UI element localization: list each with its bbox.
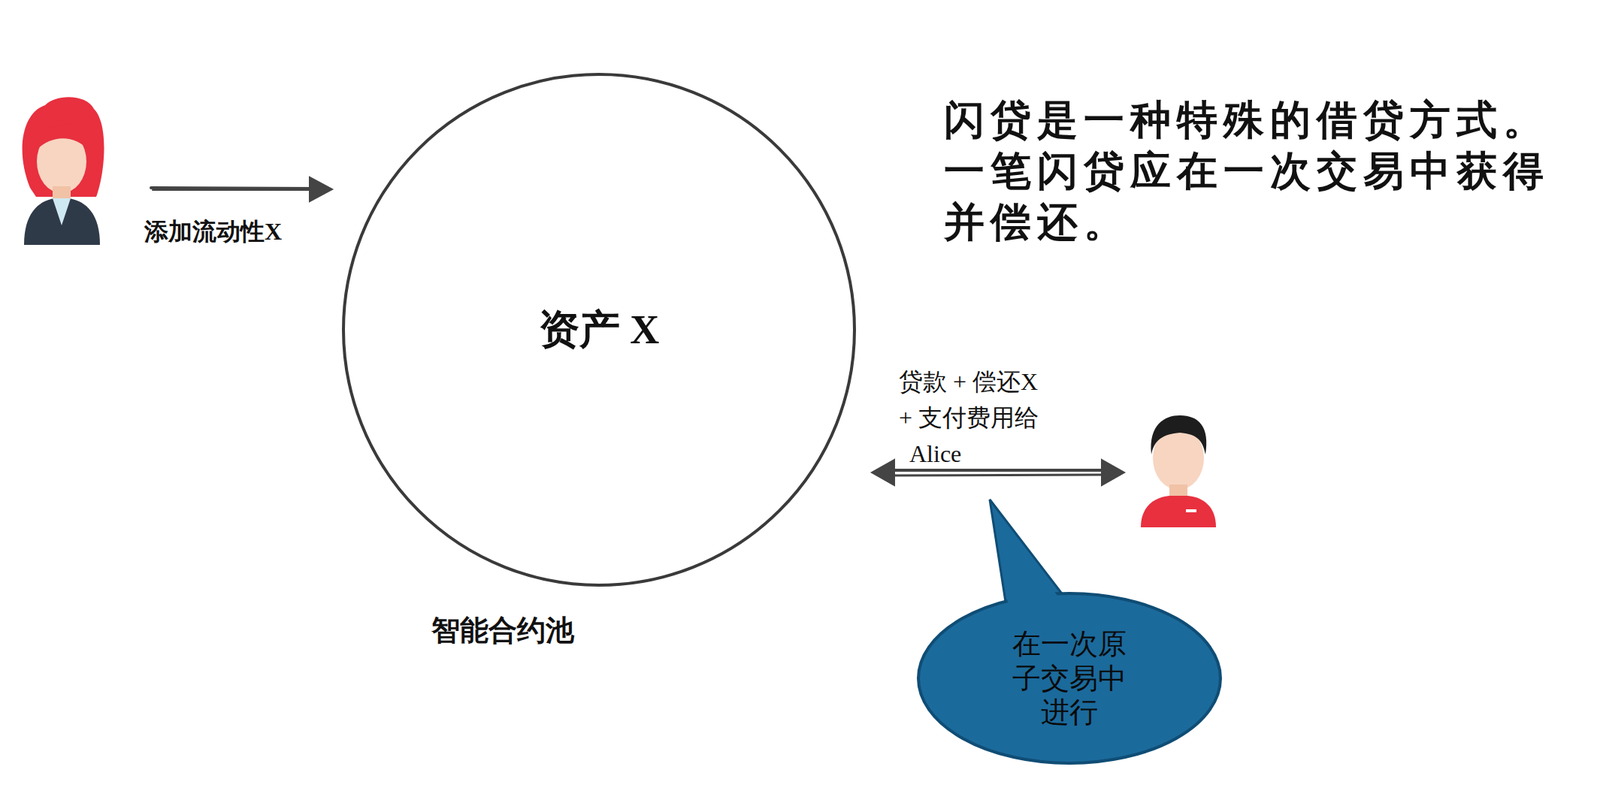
arrow-label: 贷款 + 偿还X + 支付费用给 Alice xyxy=(898,363,1045,472)
add-liquidity-arrow xyxy=(151,177,333,202)
label-line: + 支付费用给 xyxy=(898,399,1045,436)
pool-title: 资产 X xyxy=(341,72,857,588)
speech-bubble: 在一次原子交易中进行 xyxy=(916,591,1223,766)
label-line: 贷款 + 偿还X xyxy=(898,363,1045,400)
woman-icon xyxy=(22,96,105,245)
man-icon xyxy=(1140,415,1216,528)
pool-caption: 智能合约池 xyxy=(431,611,575,651)
pool-circle: 资产 X智能合约池 xyxy=(341,72,857,588)
definition-note: 闪贷是一种特殊的借贷方式。一笔闪贷应在一次交易中获得并偿还。 xyxy=(943,94,1568,249)
label-line: Alice xyxy=(898,435,1045,472)
bubble-text: 在一次原子交易中进行 xyxy=(1009,627,1130,731)
arrow-label: 添加流动性X xyxy=(144,215,282,249)
